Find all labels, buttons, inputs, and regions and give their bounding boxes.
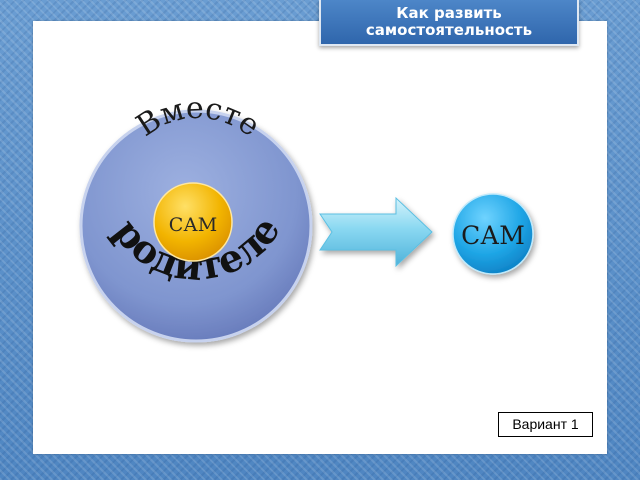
slide-title-line1: Как развить	[396, 4, 502, 22]
inner-circle	[153, 182, 233, 262]
arrow-right-icon	[319, 196, 433, 268]
variant-label: Вариант 1	[498, 412, 593, 437]
slide-title: Как развить самостоятельность	[319, 0, 579, 46]
slide-title-line2: самостоятельность	[365, 21, 533, 39]
inner-label: САМ	[169, 214, 217, 236]
result-circle	[452, 193, 534, 275]
result-label: САМ	[461, 221, 525, 250]
